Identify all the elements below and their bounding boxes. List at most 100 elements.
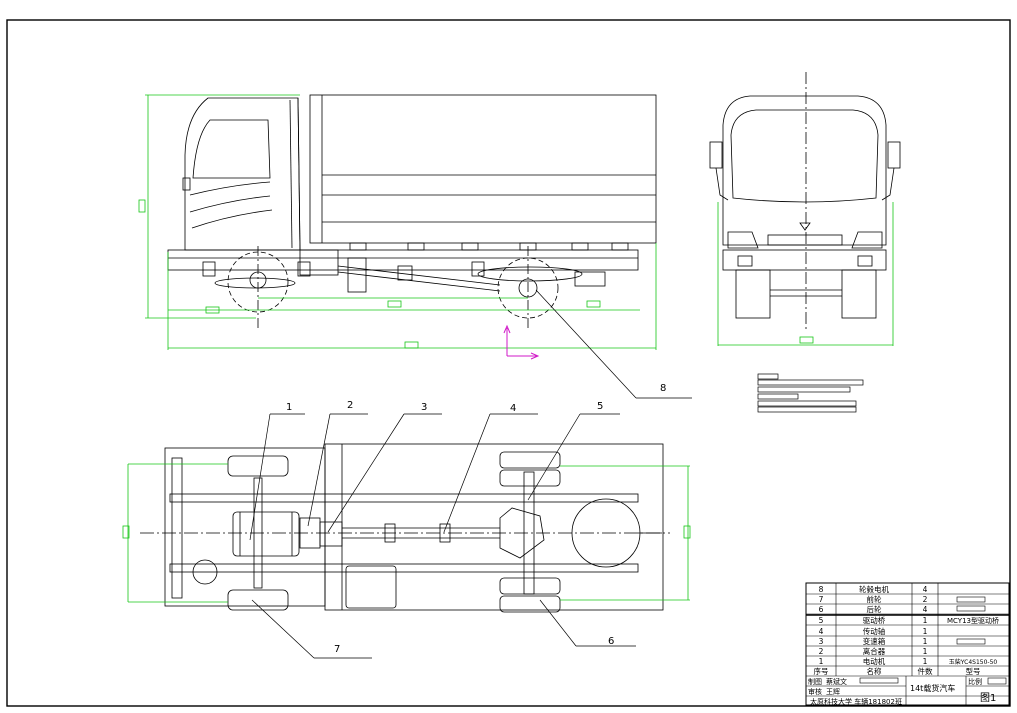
cab-mirror xyxy=(182,177,191,191)
row-no: 4 xyxy=(819,627,824,636)
front-left-tyre xyxy=(735,269,771,319)
row-no: 5 xyxy=(819,616,824,625)
row-spec: 玉柴YC4S150-50 xyxy=(949,658,998,666)
callout-5: 5 xyxy=(597,401,603,412)
side-motor xyxy=(299,249,339,276)
row-no: 7 xyxy=(819,595,824,604)
plan-front-mid-wheel xyxy=(345,565,397,609)
row-qty: 1 xyxy=(923,637,928,646)
cab-door-line-c xyxy=(191,209,273,229)
plan-rear-wheel-4 xyxy=(499,595,561,613)
cab-window xyxy=(192,119,271,179)
right-headlamp xyxy=(851,231,883,249)
small-bar-marks xyxy=(757,373,864,413)
scale-label: 比例 xyxy=(968,677,982,686)
cab-door-line-b xyxy=(189,195,271,213)
callout-6: 6 xyxy=(608,636,614,647)
drawn-label: 制图 xyxy=(808,677,822,686)
front-leaf-spring xyxy=(214,277,296,289)
callout-1: 1 xyxy=(286,402,292,413)
header-qty: 件数 xyxy=(918,666,933,676)
product-name: 14t载货汽车 xyxy=(910,683,955,693)
callout-4: 4 xyxy=(510,403,516,414)
callout-2: 2 xyxy=(347,400,353,411)
row-qty: 2 xyxy=(923,595,928,604)
plan-rear-wheel-2 xyxy=(499,469,561,487)
header-spec: 型号 xyxy=(966,667,981,676)
side-view xyxy=(167,94,657,330)
row-name: 传动轴 xyxy=(863,626,886,636)
fog-lamp-right xyxy=(857,255,873,267)
cross-members xyxy=(349,242,629,251)
plan-motor xyxy=(232,511,300,557)
callout-8: 8 xyxy=(660,383,666,394)
drawing-frame xyxy=(6,19,1011,707)
cab-pillar xyxy=(289,99,293,249)
row-qty: 1 xyxy=(923,657,928,666)
title-block: 8 轮毂电机 4 7 前轮 2 6 后轮 4 5 驱动桥 1 MCY13型驱动桥… xyxy=(805,582,1010,706)
cab-door-line-a xyxy=(189,181,271,196)
row-name: 电动机 xyxy=(863,656,886,666)
left-headlamp xyxy=(727,231,759,249)
row-name: 驱动桥 xyxy=(863,615,886,625)
right-mirror xyxy=(887,141,901,169)
plan-gearbox xyxy=(319,521,343,547)
cab-front-outline xyxy=(722,95,887,246)
row-no: 1 xyxy=(819,657,824,666)
drawing-number: 图1 xyxy=(980,692,996,704)
row-name: 前轮 xyxy=(867,594,882,604)
front-right-tyre xyxy=(841,269,877,319)
checked-name: 王辉 xyxy=(826,688,840,696)
plan-differential xyxy=(499,507,545,559)
plan-rear-wheel-3 xyxy=(499,577,561,595)
row-name: 变速箱 xyxy=(863,636,886,646)
front-grille xyxy=(767,234,843,246)
row-qty: 1 xyxy=(923,616,928,625)
plan-front-left-wheel xyxy=(227,455,289,477)
side-view-dimensions xyxy=(138,94,657,350)
ucs-axis-marker xyxy=(503,324,540,360)
row-qty: 4 xyxy=(923,585,928,594)
header-name: 名称 xyxy=(867,666,882,676)
front-shackle-b xyxy=(297,261,311,277)
rear-wheel xyxy=(497,257,559,319)
callout-3: 3 xyxy=(421,402,427,413)
row-qty: 1 xyxy=(923,627,928,636)
side-shaft-joint xyxy=(397,265,413,281)
top-view-dimensions xyxy=(122,463,691,603)
rail-right xyxy=(169,563,639,573)
rail-left xyxy=(169,493,639,503)
drawn-name: 蔡斌文 xyxy=(826,677,847,686)
rear-leaf-spring xyxy=(477,266,583,282)
front-bumper xyxy=(722,249,887,271)
leader-8 xyxy=(535,289,692,399)
row-name: 后轮 xyxy=(867,604,882,614)
front-wheel xyxy=(227,251,289,313)
rear-bracket xyxy=(574,271,606,287)
fog-lamp-left xyxy=(737,255,753,267)
front-shackle-a xyxy=(202,261,216,277)
cargo-box xyxy=(309,94,657,244)
left-mirror xyxy=(709,141,723,169)
cab-plan-inner xyxy=(171,457,183,599)
row-no: 2 xyxy=(819,647,824,656)
plan-driveshaft xyxy=(342,527,500,539)
row-no: 8 xyxy=(819,585,824,594)
front-view xyxy=(709,72,901,330)
emblem xyxy=(799,222,811,231)
plan-steering-gear xyxy=(192,559,218,585)
row-name: 离合器 xyxy=(863,646,886,656)
row-no: 6 xyxy=(819,605,824,614)
plan-rear-wheel-1 xyxy=(499,451,561,469)
checked-label: 审核 xyxy=(808,687,822,696)
row-no: 3 xyxy=(819,637,824,646)
cab-plan xyxy=(164,447,326,607)
rear-shackle xyxy=(471,261,485,277)
side-driveshaft xyxy=(337,265,501,292)
row-qty: 1 xyxy=(923,647,928,656)
plan-front-right-wheel xyxy=(227,589,289,611)
row-qty: 4 xyxy=(923,605,928,614)
top-view xyxy=(140,443,670,613)
cargo-plan xyxy=(324,443,664,611)
